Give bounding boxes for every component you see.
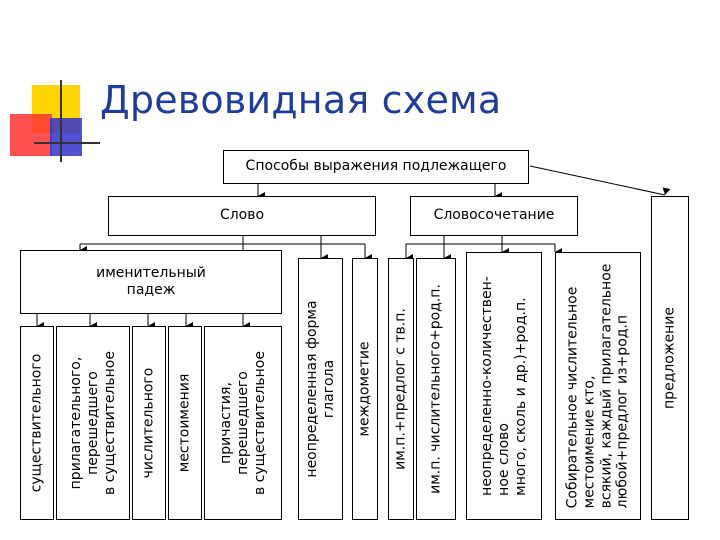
im-p-chislitelnogo-box: им.п. числительного+род.п.: [416, 258, 456, 520]
page-title: Древовидная схема: [100, 78, 502, 122]
imenitelny-padezh-label: именительный падеж: [96, 264, 206, 299]
neopredelenno-kolichestvennoe-label: неопределенно-количествен- ное слово мно…: [478, 276, 529, 496]
prichastiya-label: причастия, перешедшего в существительное: [217, 351, 268, 495]
sobiratelnoe-box: Собирательное числительное местоимение к…: [555, 252, 641, 520]
decor-vertical-line: [60, 80, 62, 162]
mezhdometie-label: междометие: [356, 341, 373, 437]
imenitelny-padezh-box: именительный падеж: [20, 250, 282, 314]
predlozhenie-label: предложение: [661, 307, 678, 409]
slovosochetanie-box: Словосочетание: [410, 196, 578, 236]
decor-red-square: [10, 114, 52, 156]
im-p-chislitelnogo-label: им.п. числительного+род.п.: [427, 284, 444, 494]
im-p-predlog-label: им.п.+предлог с тв.п.: [392, 308, 409, 470]
neopredelenno-kolichestvennoe-box: неопределенно-количествен- ное слово мно…: [466, 252, 542, 520]
mestoimeniya-label: местоимения: [176, 373, 193, 473]
root-box: Способы выражения подлежащего: [223, 150, 529, 184]
chislitelnogo-label: числительного: [140, 367, 157, 479]
slovo-box: Слово: [108, 196, 376, 236]
slovo-label: Слово: [219, 207, 265, 224]
slovosochetanie-label: Словосочетание: [433, 207, 555, 224]
mezhdometie-box: междометие: [352, 258, 378, 520]
decor-blue-square: [50, 118, 82, 156]
decor-logo: [10, 80, 100, 170]
prichastiya-box: причастия, перешедшего в существительное: [204, 326, 282, 520]
root-label: Способы выражения подлежащего: [245, 158, 507, 175]
neopredelennaya-forma-box: неопределенная форма глагола: [298, 258, 343, 520]
prilagatelnogo-box: прилагательного, перешедшего в существит…: [56, 326, 130, 520]
im-p-predlog-box: им.п.+предлог с тв.п.: [388, 258, 414, 520]
prilagatelnogo-label: прилагательного, перешедшего в существит…: [67, 351, 118, 495]
chislitelnogo-box: числительного: [132, 326, 166, 520]
neopredelennaya-forma-label: неопределенная форма глагола: [303, 300, 337, 478]
arrow-root-predlozhenie: [529, 165, 671, 196]
sobiratelnoe-label: Собирательное числительное местоимение к…: [564, 263, 631, 509]
predlozhenie-box: предложение: [651, 196, 689, 520]
decor-horizontal-line: [34, 142, 100, 144]
sushchestvitelnogo-box: существительного: [20, 326, 54, 520]
mestoimeniya-box: местоимения: [168, 326, 202, 520]
sushchestvitelnogo-label: существительного: [28, 353, 45, 493]
